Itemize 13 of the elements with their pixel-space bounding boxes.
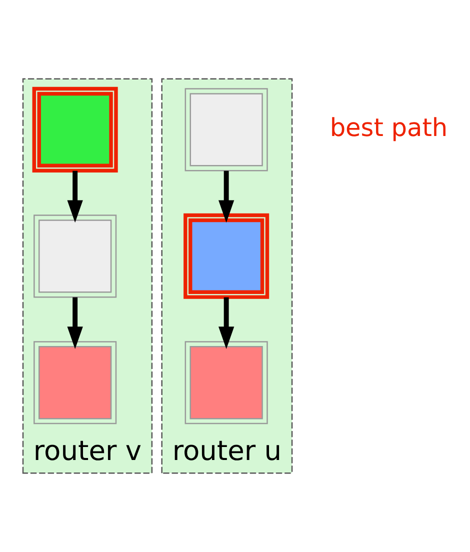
arrow <box>67 170 83 223</box>
cluster: router v <box>22 78 153 474</box>
node-box <box>34 341 117 424</box>
label: best path <box>330 112 448 142</box>
node-box <box>184 88 268 172</box>
arrow <box>218 170 234 223</box>
node-box <box>184 213 270 299</box>
arrow <box>67 297 83 350</box>
cluster: router u <box>161 78 293 474</box>
node-box <box>184 341 268 424</box>
arrow <box>218 297 234 350</box>
node-box <box>32 86 118 172</box>
node-box <box>34 214 117 298</box>
